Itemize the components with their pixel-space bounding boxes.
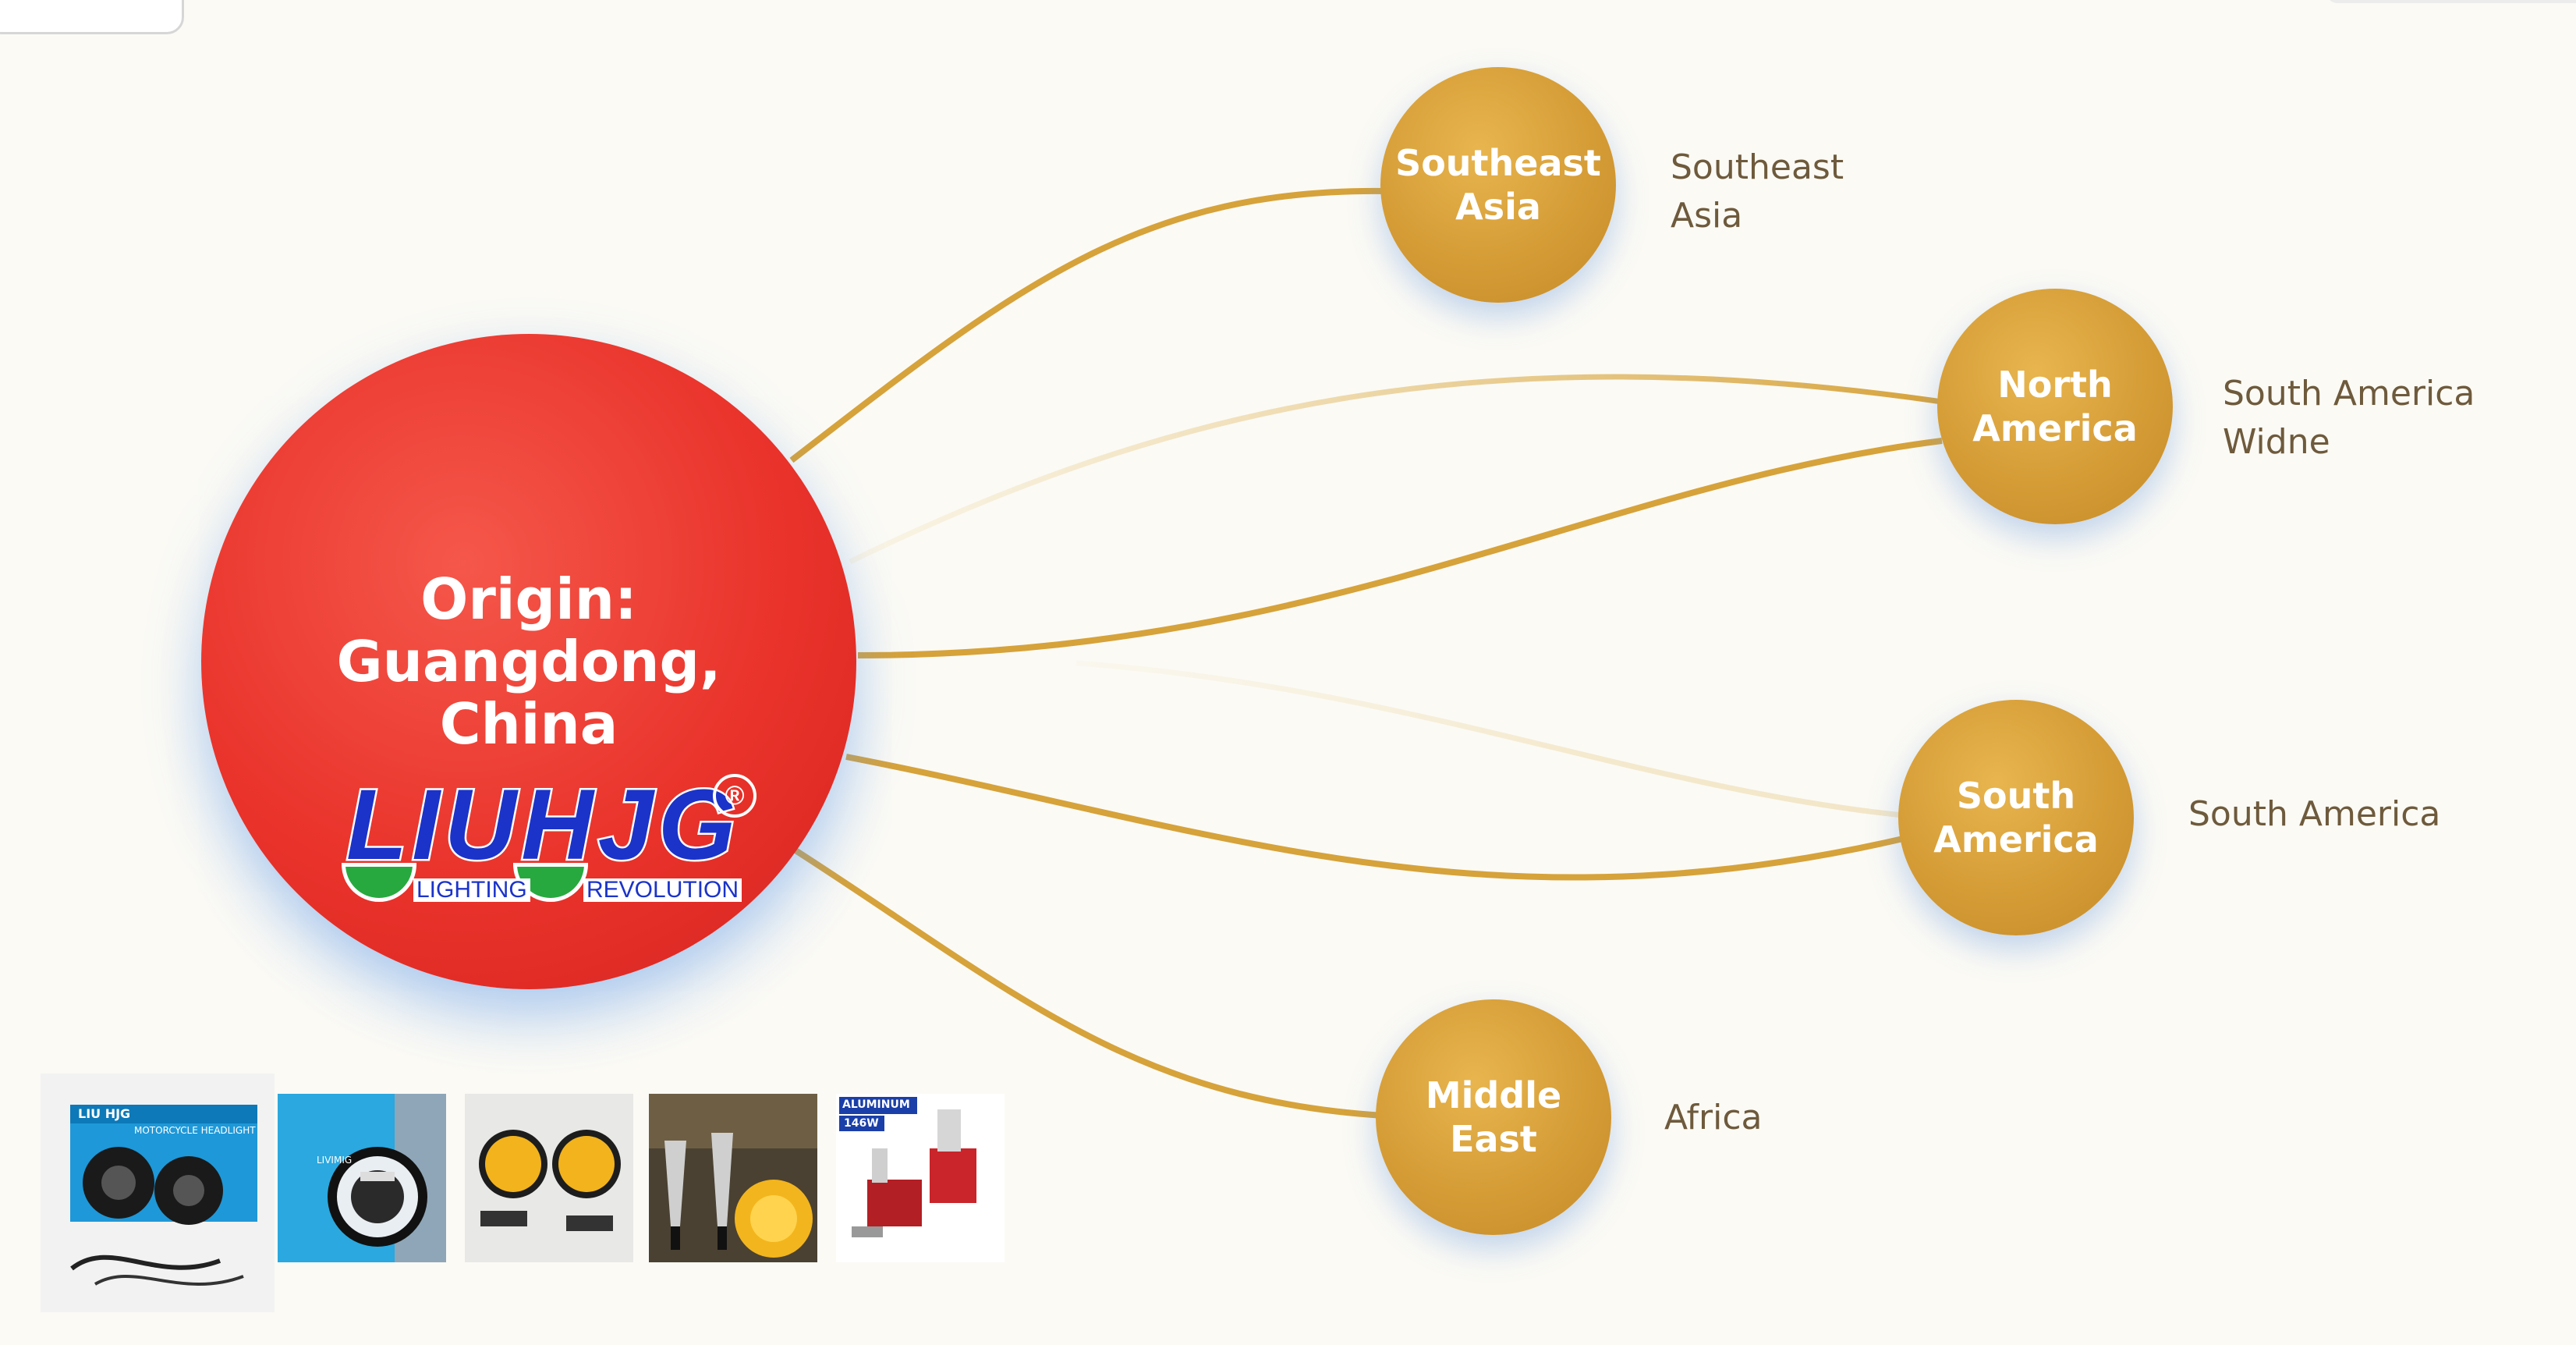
connector-north-america-upper [849,374,1943,565]
thumbnail-motorcycle-headlight-kit[interactable]: LIU HJG MOTORCYCLE HEADLIGHT [41,1074,275,1312]
origin-title: Origin: Guangdong, China [336,566,721,757]
headlight-bulbs-icon [836,1094,1005,1262]
side-label-middle-east: Africa [1664,1098,1763,1137]
side-label-north-america: South America Widne [2223,374,2475,462]
node-label-south-america: South America [1933,775,2099,861]
fog-lights-icon [465,1094,633,1262]
thumb1-caption: MOTORCYCLE HEADLIGHT [134,1125,256,1136]
origin-node: Origin: Guangdong, China LIUHJG ® LIGHTI… [201,334,856,989]
node-label-north-america: North America [1972,364,2138,449]
node-label-southeast-asia: Southeast Asia [1395,142,1601,228]
node-southeast-asia: Southeast Asia [1380,67,1616,303]
node-north-america: North America [1937,289,2173,524]
connector-south-america-faint [1075,660,1904,818]
turn-signals-icon [649,1094,817,1262]
thumb5-badge: ALUMINUM [842,1098,910,1111]
connector-south-america [845,754,1904,881]
corner-tab [0,0,184,34]
node-south-america: South America [1898,700,2134,935]
connector-middle-east [793,847,1385,1119]
registered-mark: ® [713,774,757,818]
thumb5-watt: 146W [844,1117,879,1130]
side-label-southeast-asia: Southeast Asia [1671,147,1844,236]
thumbnail-led-turn-signals[interactable] [649,1094,817,1262]
round-headlight-icon [278,1094,446,1262]
node-middle-east: Middle East [1376,999,1611,1235]
brand-tag-left: LIGHTING [413,878,530,902]
connector-north-america-lower [857,438,1943,658]
thumbnail-round-led-headlight-box[interactable]: LIVIMIG [278,1094,446,1262]
headlight-kit-icon [70,1105,257,1286]
thumb2-badge: LIVIMIG [317,1155,353,1166]
thumb1-badge: LIU HJG [78,1106,131,1121]
connector-southeast-asia [789,187,1389,463]
thumbnail-yellow-fog-lights[interactable] [465,1094,633,1262]
brand-tag-right: REVOLUTION [583,878,742,902]
thumbnail-led-headlight-bulbs[interactable]: ALUMINUM 146W [836,1094,1005,1262]
node-label-middle-east: Middle East [1425,1074,1562,1160]
side-label-south-america: South America [2188,794,2441,834]
corner-tab-right [2326,0,2576,3]
brand-bowl-left-icon [342,863,416,902]
brand-name: LIUHJG [345,769,741,881]
brand-logo: LIUHJG ® LIGHTING REVOLUTION [342,769,757,903]
